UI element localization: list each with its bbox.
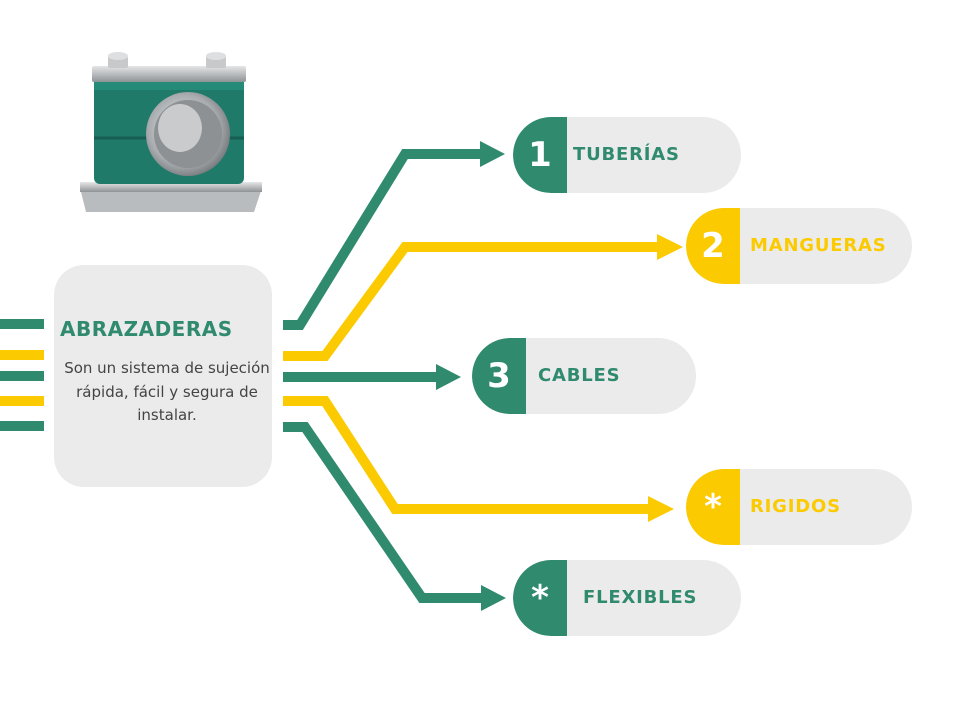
branch-badge: 1 <box>513 117 567 193</box>
arrow-head-cables <box>436 364 461 390</box>
branch-label: CABLES <box>538 365 621 386</box>
connector-mangueras <box>283 242 660 361</box>
arrow-head-rigidos <box>648 496 674 522</box>
pipe-clamp-icon <box>80 52 262 212</box>
branch-label: RIGIDOS <box>750 496 841 517</box>
branch-mangueras: 2 MANGUERAS <box>686 208 912 284</box>
branch-label: TUBERÍAS <box>573 144 680 165</box>
branch-label: FLEXIBLES <box>583 587 698 608</box>
arrow-head-mangueras <box>657 234 683 260</box>
arrow-head-tuberias <box>480 141 505 167</box>
branch-tuberias: 1 TUBERÍAS <box>513 117 741 193</box>
center-description: Son un sistema de sujeción rápida, fácil… <box>64 359 270 424</box>
branch-badge: 3 <box>472 338 526 414</box>
connector-rigidos <box>283 396 650 514</box>
branch-flexibles: * FLEXIBLES <box>513 560 741 636</box>
branch-badge: * <box>513 560 567 636</box>
connector-flexibles <box>283 422 485 603</box>
arrow-head-flexibles <box>481 585 506 611</box>
branch-cables: 3 CABLES <box>472 338 696 414</box>
connector-tuberias <box>283 149 485 330</box>
branch-rigidos: * RIGIDOS <box>686 469 912 545</box>
center-node-abrazaderas: ABRAZADERAS Son un sistema de sujeción r… <box>54 265 272 487</box>
branch-badge: * <box>686 469 740 545</box>
branch-badge: 2 <box>686 208 740 284</box>
branch-label: MANGUERAS <box>750 235 887 256</box>
center-title: ABRAZADERAS <box>60 317 233 341</box>
